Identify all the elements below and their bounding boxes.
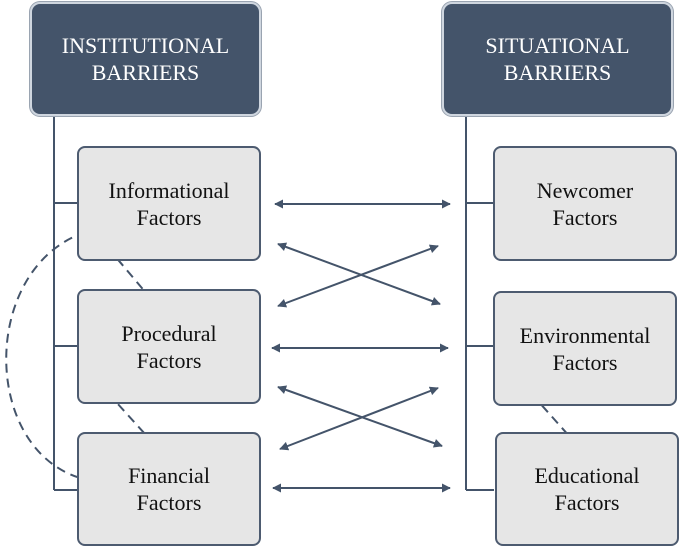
- box-label: Factors: [136, 490, 202, 515]
- arrow-informational-environmental: [277, 242, 441, 306]
- box-label: Informational: [108, 177, 230, 203]
- header-line: BARRIERS: [503, 60, 612, 85]
- institutional-barriers-header: INSTITUTIONAL BARRIERS: [30, 2, 261, 116]
- financial-factors-box: Financial Factors: [77, 432, 261, 546]
- box-label: Newcomer: [536, 177, 634, 203]
- left-bracket: [53, 116, 78, 491]
- procedural-factors-box: Procedural Factors: [77, 289, 261, 404]
- header-line: INSTITUTIONAL: [61, 33, 230, 58]
- dashed-arc-informational-financial: [5, 230, 101, 486]
- box-label: Factors: [136, 347, 202, 373]
- box-label: Environmental: [519, 322, 651, 348]
- environmental-factors-box: Environmental Factors: [493, 291, 677, 406]
- header-line: BARRIERS: [91, 60, 200, 85]
- right-bracket: [465, 116, 494, 491]
- box-label: Factors: [554, 490, 620, 515]
- arrow-procedural-newcomer: [277, 244, 439, 308]
- box-label: Financial: [128, 463, 210, 488]
- box-label: Factors: [552, 204, 618, 230]
- box-label: Factors: [136, 204, 202, 230]
- newcomer-factors-box: Newcomer Factors: [493, 146, 677, 261]
- situational-barriers-header: SITUATIONAL BARRIERS: [442, 2, 673, 116]
- box-label: Procedural: [121, 320, 217, 346]
- informational-factors-box: Informational Factors: [77, 146, 261, 261]
- arrow-financial-environmental: [279, 386, 439, 451]
- box-label: Factors: [552, 349, 618, 375]
- header-line: SITUATIONAL: [485, 33, 630, 58]
- box-label: Educational: [534, 463, 640, 488]
- educational-factors-box: Educational Factors: [495, 432, 679, 546]
